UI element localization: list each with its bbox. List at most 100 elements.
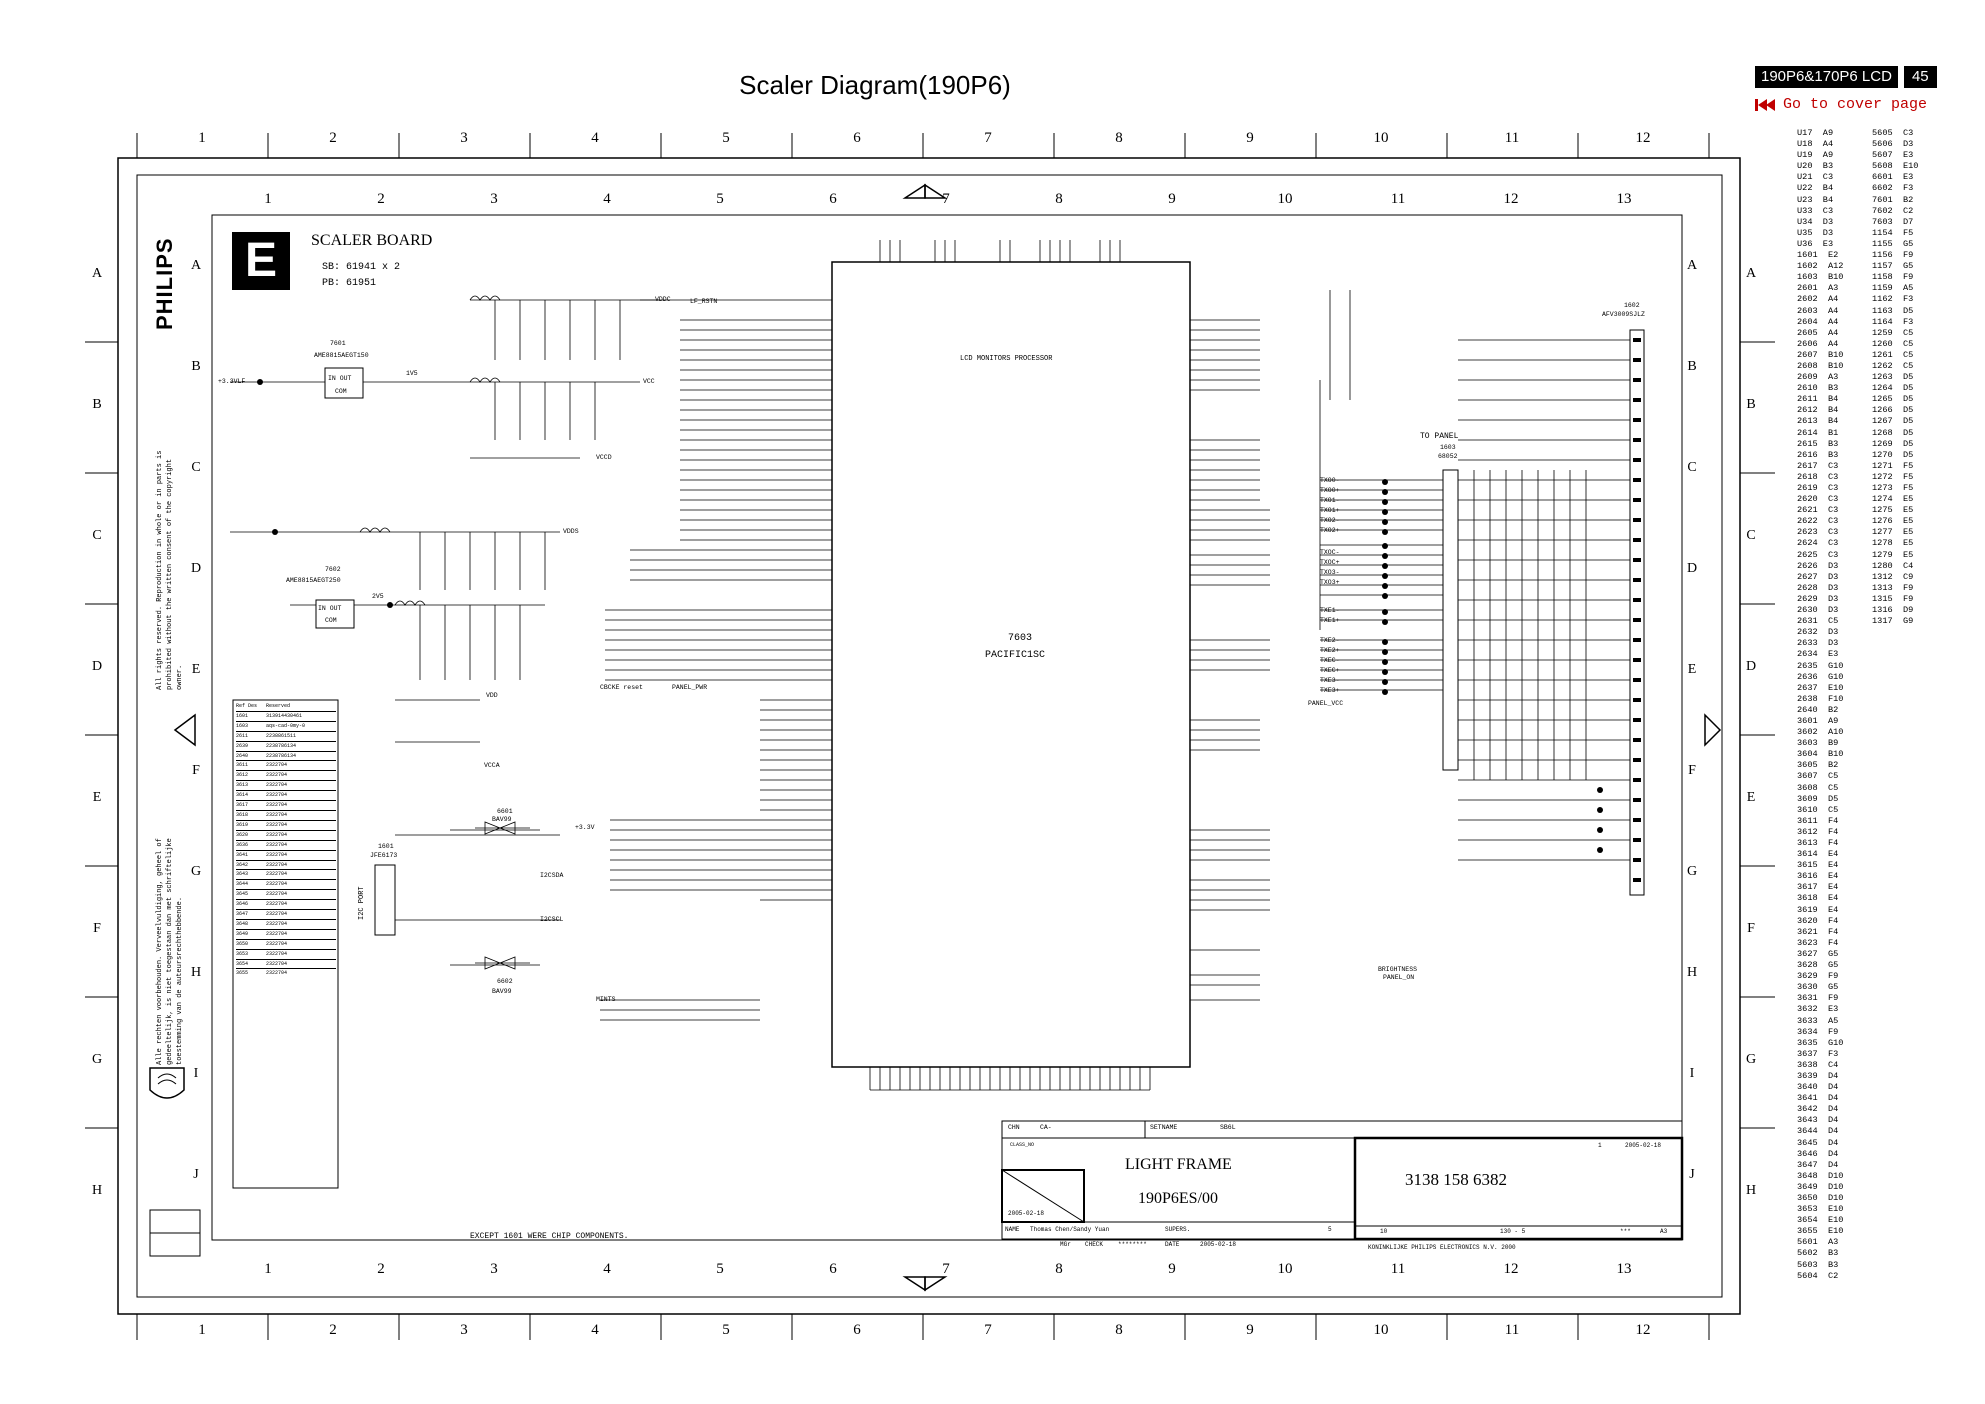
index-row: 3613 F4: [1797, 838, 1977, 849]
index-row: 3644 D4: [1797, 1126, 1977, 1137]
index-ref-b: 5608 E10: [1872, 161, 1919, 172]
bom-cell: 2322704: [266, 802, 288, 809]
regulator-7601-ref: 7601: [330, 340, 346, 347]
signal-label: TXEC-: [1320, 657, 1340, 664]
chip-note: EXCEPT 1601 WERE CHIP COMPONENTS.: [470, 1232, 629, 1241]
bom-cell: 2322704: [266, 851, 288, 858]
index-ref-b: 1259 C5: [1872, 327, 1914, 338]
index-row: 3635 G10: [1797, 1038, 1977, 1049]
tb-stars: ***: [1620, 1228, 1631, 1235]
grid-number-bottom: 11: [1504, 1322, 1520, 1338]
index-ref-b: 7603 D7: [1872, 216, 1914, 227]
index-row: 3645 D4: [1797, 1138, 1977, 1149]
index-row: 3637 F3: [1797, 1049, 1977, 1060]
signal-label: TXE1-: [1320, 607, 1340, 614]
index-ref-a: 3634 F9: [1797, 1026, 1839, 1037]
index-ref-a: 2633 D3: [1797, 638, 1839, 649]
signal-label: TXOC+: [1320, 559, 1340, 566]
grid-number-top: 5: [722, 130, 730, 146]
index-row: 2637 E10: [1797, 683, 1977, 694]
copyright-en: All rights reserved. Reproduction in who…: [156, 450, 184, 690]
index-ref-b: 1270 D5: [1872, 449, 1914, 460]
bom-cell: 2322704: [266, 841, 288, 848]
index-ref-a: 3655 E10: [1797, 1226, 1844, 1237]
bom-cell: 3618: [236, 811, 249, 818]
index-ref-a: 2630 D3: [1797, 605, 1839, 616]
bom-cell: 3620: [236, 831, 249, 838]
index-ref-b: 1157 G5: [1872, 261, 1914, 272]
bom-cell: 2322704: [266, 831, 288, 838]
index-ref-a: 3608 C5: [1797, 782, 1839, 793]
regulator-7602-ref: 7602: [325, 566, 341, 573]
signal-i2csda: I2CSDA: [540, 872, 564, 879]
bom-cell: 3642: [236, 861, 249, 868]
grid-number-inner-bottom: 11: [1390, 1261, 1406, 1277]
grid-number-bottom: 3: [460, 1322, 468, 1338]
header-badge: 190P6&170P6 LCD 45: [1755, 66, 1937, 88]
grid-letter-inner-left: J: [193, 1167, 199, 1182]
diode-6602-ref: 6602: [497, 978, 513, 985]
index-ref-b: 1163 D5: [1872, 305, 1914, 316]
signal-label: TXE2+: [1320, 647, 1340, 654]
cover-link-label: Go to cover page: [1783, 96, 1928, 113]
index-row: 2640 B2: [1797, 705, 1977, 716]
regulator-7601-com: COM: [335, 388, 347, 395]
grid-number-bottom: 5: [722, 1322, 730, 1338]
regulator-7601-body: [324, 367, 364, 399]
index-ref-b: 1159 A5: [1872, 283, 1914, 294]
page-number: 45: [1903, 66, 1937, 88]
index-ref-a: 3647 D4: [1797, 1159, 1839, 1170]
grid-letter-right: G: [1745, 1052, 1757, 1067]
go-to-cover-link[interactable]: Go to cover page: [1755, 96, 1927, 113]
board-letter: E: [244, 234, 277, 287]
tb-model: 190P6ES/00: [1138, 1190, 1219, 1207]
tb-frame: LIGHT FRAME: [1125, 1156, 1232, 1173]
index-ref-a: 3646 D4: [1797, 1148, 1839, 1159]
grid-number-inner-top: 6: [829, 191, 837, 207]
index-ref-b: 1280 C4: [1872, 560, 1914, 571]
index-ref-b: 1262 C5: [1872, 360, 1914, 371]
index-row: 3640 D4: [1797, 1082, 1977, 1093]
index-ref-a: 3648 D10: [1797, 1170, 1844, 1181]
bom-cell: 2238786134: [266, 742, 297, 749]
bom-cell: 3646: [236, 901, 249, 908]
signal-label: TXO3+: [1320, 579, 1340, 586]
index-ref-a: 2628 D3: [1797, 582, 1839, 593]
index-row: 3608 C5: [1797, 783, 1977, 794]
tb-scale: 130 - 5: [1500, 1228, 1526, 1235]
index-row: 3627 G5: [1797, 949, 1977, 960]
signal-label: TXE2-: [1320, 637, 1340, 644]
rail-label: VCC: [643, 378, 655, 385]
index-ref-b: 1273 F5: [1872, 483, 1914, 493]
rail-label: VDDC: [655, 296, 671, 303]
signal-group-txe2: TXE2-TXE2+TXEC-TXEC+TXE3-TXE3+: [1320, 636, 1340, 696]
index-ref-b: 1162 F3: [1872, 294, 1914, 305]
index-ref-a: 3628 G5: [1797, 960, 1839, 971]
index-ref-a: 3619 E4: [1797, 904, 1839, 915]
tb-check: CHECK: [1085, 1241, 1104, 1248]
bom-cell: 2322704: [266, 871, 288, 878]
tb-mgr: MGr: [1060, 1241, 1071, 1248]
bom-cell: 2640: [236, 752, 249, 759]
index-ref-a: 2601 A3: [1797, 283, 1839, 294]
grid-letter-right: F: [1747, 921, 1755, 936]
grid-letter-inner-left: G: [190, 864, 202, 879]
index-row: 3654 E10: [1797, 1215, 1977, 1226]
tb-ca: CA-: [1040, 1124, 1052, 1131]
index-ref-a: 3642 D4: [1797, 1104, 1839, 1115]
